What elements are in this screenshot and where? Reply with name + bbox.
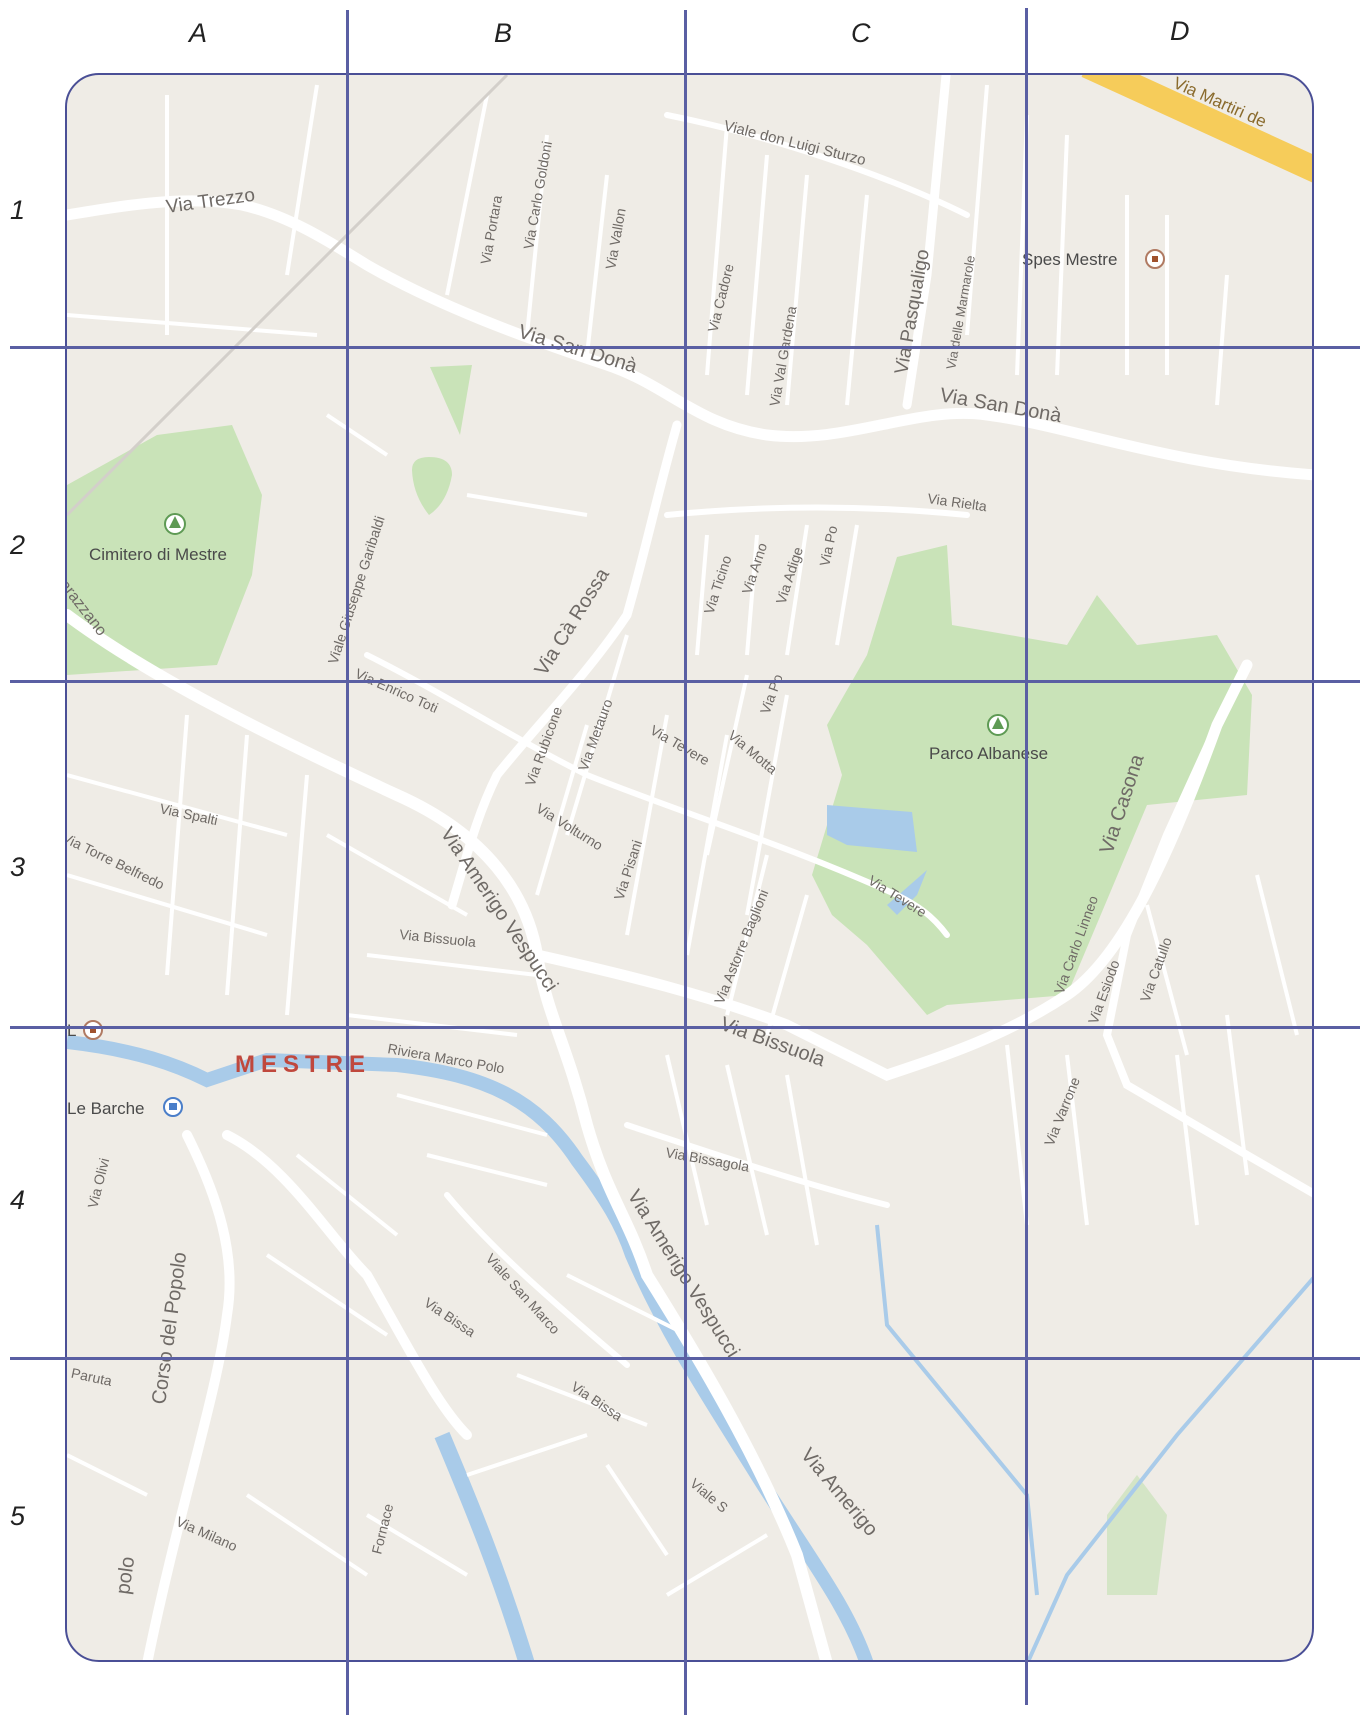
road-label-po-1: Via Po — [816, 524, 840, 568]
road-vespucci — [67, 609, 833, 1660]
map-canvas: Via Martiri de Via Trezzo Via Portara Vi… — [67, 75, 1312, 1660]
road-label-sturzo: Viale don Luigi Sturzo — [722, 117, 867, 169]
road-label-olivi: Via Olivi — [84, 1156, 112, 1209]
road-rielta — [664, 504, 970, 518]
row-label-4: 4 — [10, 1185, 26, 1215]
road-label-goldoni: Via Carlo Goldoni — [520, 140, 555, 251]
column-label-d: D — [1170, 16, 1190, 46]
grid-line-horizontal-2 — [10, 680, 1360, 683]
road-label-san-dona-1: Via San Donà — [516, 321, 641, 378]
road-sturzo — [664, 112, 970, 218]
road-label-portara: Via Portara — [477, 194, 505, 266]
grid-line-vertical-3 — [1025, 8, 1028, 1705]
road-label-cadore: Via Cadore — [704, 262, 736, 334]
grid-line-horizontal-4 — [10, 1357, 1360, 1360]
road-trezzo — [67, 195, 1312, 481]
cemetery-label: Cimitero di Mestre — [89, 545, 227, 564]
spes-label: Spes Mestre — [1022, 250, 1117, 269]
grid-line-horizontal-1 — [10, 346, 1360, 349]
road-casona — [1102, 721, 1312, 1198]
row-label-1: 1 — [10, 195, 26, 225]
road-bissagola — [624, 1122, 890, 1208]
road-label-garibaldi: Viale Giuseppe Garibaldi — [325, 514, 388, 666]
grid-line-horizontal-3 — [10, 1026, 1360, 1029]
cemetery-poi[interactable]: Cimitero di Mestre — [89, 513, 227, 564]
road-label-bissa-1: Via Bissa — [421, 1294, 478, 1340]
road-label-viale-s: Viale S — [687, 1475, 731, 1516]
garibaldi-green-area — [430, 365, 472, 435]
spes-poi[interactable]: Spes Mestre — [1022, 249, 1165, 269]
road-toti — [364, 652, 950, 938]
city-label-mestre: MESTRE — [235, 1051, 371, 1078]
canal-right-2 — [1026, 1276, 1312, 1660]
row-label-2: 2 — [10, 530, 26, 560]
park-label: Parco Albanese — [929, 744, 1048, 763]
cemetery-park-area — [67, 425, 262, 675]
road-label-ca-rossa: Via Cà Rossa — [531, 564, 615, 680]
road-label-metauro: Via Metauro — [575, 697, 616, 773]
l-poi[interactable]: L — [67, 1020, 103, 1040]
road-label-vallon: Via Vallon — [602, 207, 628, 271]
highway-martiri — [1081, 75, 1312, 183]
road-pasqualigo — [902, 75, 951, 410]
l-marker-label: L — [67, 1021, 76, 1040]
barche-label: Le Barche — [67, 1099, 145, 1118]
parco-albanese-area — [812, 545, 1252, 1015]
road-label-popolo-bottom: polo — [112, 1555, 139, 1596]
road-label-trezzo: Via Trezzo — [165, 185, 256, 218]
road-label-volturno: Via Volturno — [533, 800, 605, 854]
garibaldi-green-circle — [412, 457, 452, 515]
road-label-marmarole: Via delle Marmarole — [943, 254, 978, 370]
road-label-motta: Via Motta — [725, 727, 781, 777]
road-label-pasqualigo: Via Pasqualigo — [891, 248, 934, 376]
column-label-b: B — [494, 18, 513, 48]
road-label-milano: Via Milano — [174, 1513, 240, 1554]
road-label-po-2: Via Po — [757, 672, 786, 716]
canal-lower — [434, 1431, 535, 1660]
grid-line-vertical-1 — [346, 10, 349, 1715]
road-label-bissuola-1: Via Bissuola — [399, 926, 477, 950]
barche-poi[interactable]: Le Barche — [67, 1097, 183, 1118]
park-bottom-right — [1107, 1475, 1167, 1595]
row-label-5: 5 — [10, 1501, 26, 1531]
canal-right — [875, 1224, 1039, 1596]
road-corso-2 — [222, 1130, 472, 1440]
road-label-spalti: Via Spalti — [158, 800, 219, 828]
park-poi[interactable]: Parco Albanese — [929, 714, 1048, 763]
road-label-paruta: a Paruta — [67, 1362, 114, 1389]
road-corso-popolo — [142, 1130, 235, 1660]
grid-line-vertical-2 — [684, 10, 687, 1715]
column-label-c: C — [851, 18, 871, 48]
column-label-a: A — [189, 18, 208, 48]
road-label-baglioni: Via Astorre Baglioni — [711, 887, 772, 1006]
road-label-bissa-2: Via Bissa — [568, 1378, 625, 1424]
row-label-3: 3 — [10, 852, 26, 882]
road-san-marco — [444, 1192, 630, 1368]
lake-small — [887, 870, 927, 915]
road-label-san-marco: Viale San Marco — [483, 1250, 564, 1337]
road-label-val-gardena: Via Val Gardena — [766, 305, 799, 408]
rail-line — [67, 75, 509, 517]
road-label-corso-popolo: Corso del Popolo — [148, 1251, 191, 1406]
lake-large — [827, 805, 917, 852]
road-label-arno: Via Arno — [739, 541, 771, 596]
map-view[interactable]: Via Martiri de Via Trezzo Via Portara Vi… — [65, 73, 1314, 1662]
road-label-torre-belfredo: Via Torre Belfredo — [67, 829, 167, 892]
road-label-amerigo-3: Via Amerigo — [796, 1444, 882, 1540]
